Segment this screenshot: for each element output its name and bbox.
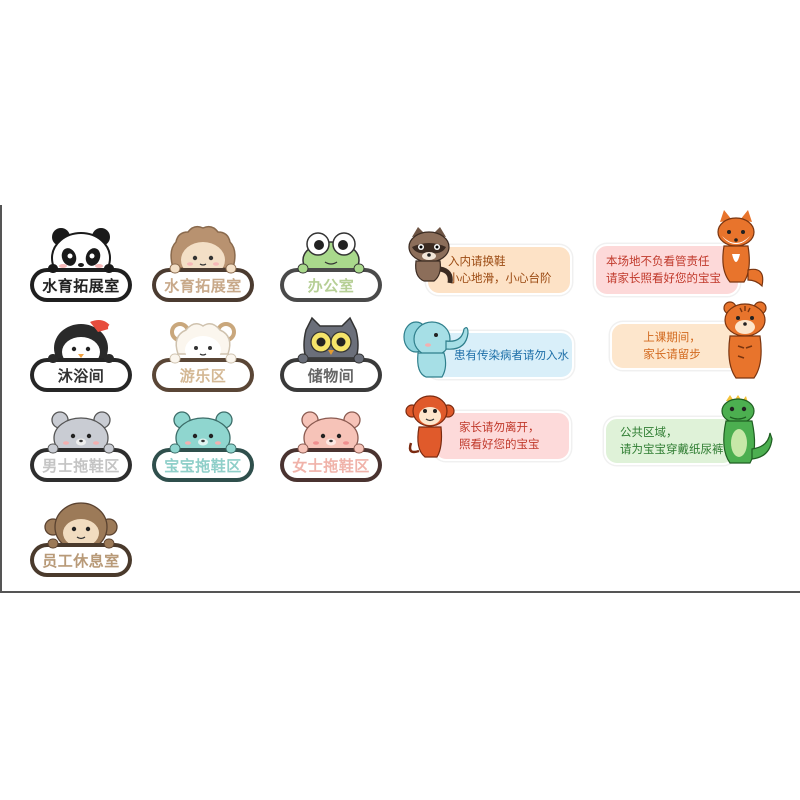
- mouse-gray-icon: [30, 411, 132, 482]
- sign-line: 照看好您的宝宝: [459, 437, 540, 451]
- sign-bubble: 患有传染病者请勿入水: [426, 331, 574, 379]
- sign-line: 入内请换鞋: [448, 254, 506, 268]
- mouse-teal-icon: [152, 411, 254, 482]
- sign-fox: 本场地不负看管责任 请家长照看好您的宝宝: [594, 210, 774, 300]
- plaque-frog: 办公室: [278, 220, 384, 310]
- plaque-label: 沐浴间: [57, 366, 105, 385]
- plaque-owl: 储物间: [278, 310, 384, 400]
- plaque-label: 游乐区: [179, 366, 227, 385]
- panda-icon: [30, 228, 132, 302]
- frog-icon: [280, 232, 382, 302]
- sign-bubble: 家长请勿离开， 照看好您的宝宝: [433, 411, 571, 461]
- plaque-panda: 水育拓展室: [28, 220, 134, 310]
- plaque-mouse-pink: 女士拖鞋区: [278, 400, 384, 490]
- raccoon-icon: [408, 227, 453, 284]
- plaque-mouse-gray: 男士拖鞋区: [28, 400, 134, 490]
- sign-bubble: 入内请换鞋 小心地滑，小心台阶: [426, 245, 572, 295]
- plaque-penguin: 沐浴间: [28, 310, 134, 400]
- sign-dinosaur: 公共区域， 请为宝宝穿戴纸尿裤: [604, 393, 776, 473]
- plaque-sheep: 游乐区: [150, 310, 256, 400]
- dinosaur-icon: [721, 395, 773, 464]
- sign-raccoon: 入内请换鞋 小心地滑，小心台阶: [404, 225, 574, 297]
- sign-tiger: 上课期间， 家长请留步: [606, 298, 776, 384]
- plaque-label: 水育拓展室: [42, 276, 120, 295]
- plaque-mouse-teal: 宝宝拖鞋区: [150, 400, 256, 490]
- plaque-hedgehog: 水育拓展室: [150, 220, 256, 310]
- plaque-label: 女士拖鞋区: [292, 456, 370, 475]
- sign-bubble: 本场地不负看管责任 请家长照看好您的宝宝: [594, 244, 740, 296]
- plaque-label: 水育拓展室: [164, 276, 242, 295]
- sign-line: 本场地不负看管责任: [606, 254, 710, 268]
- sign-line: 家长请勿离开，: [459, 420, 540, 434]
- sheep-icon: [152, 322, 254, 392]
- fox-icon: [717, 210, 764, 288]
- sign-line: 公共区域，: [620, 425, 678, 439]
- tiger-icon: [723, 301, 767, 379]
- sign-line: 请家长照看好您的宝宝: [606, 271, 721, 285]
- plaque-label: 办公室: [307, 276, 355, 295]
- monkey-icon: [405, 395, 455, 458]
- sign-line: 上课期间，: [643, 330, 701, 344]
- sign-monkey: 家长请勿离开， 照看好您的宝宝: [403, 393, 573, 465]
- sign-line: 小心地滑，小心台阶: [448, 271, 552, 285]
- sign-elephant: 患有传染病者请勿入水: [402, 313, 580, 383]
- plaque-label: 宝宝拖鞋区: [164, 456, 242, 475]
- sign-line: 患有传染病者请勿入水: [454, 347, 569, 362]
- elephant-icon: [403, 321, 469, 378]
- plaque-monkey: 员工休息室: [28, 495, 134, 585]
- penguin-icon: [30, 320, 132, 392]
- hedgehog-icon: [152, 225, 254, 302]
- owl-icon: [280, 316, 382, 392]
- monkey-icon: [30, 502, 132, 577]
- mouse-pink-icon: [280, 411, 382, 482]
- sign-line: 请为宝宝穿戴纸尿裤: [620, 442, 724, 456]
- plaque-label: 储物间: [307, 366, 355, 385]
- sign-bubble: 上课期间， 家长请留步: [610, 322, 744, 370]
- sign-line: 家长请留步: [643, 347, 701, 361]
- plaque-label: 男士拖鞋区: [42, 456, 120, 475]
- plaque-label: 员工休息室: [42, 551, 120, 570]
